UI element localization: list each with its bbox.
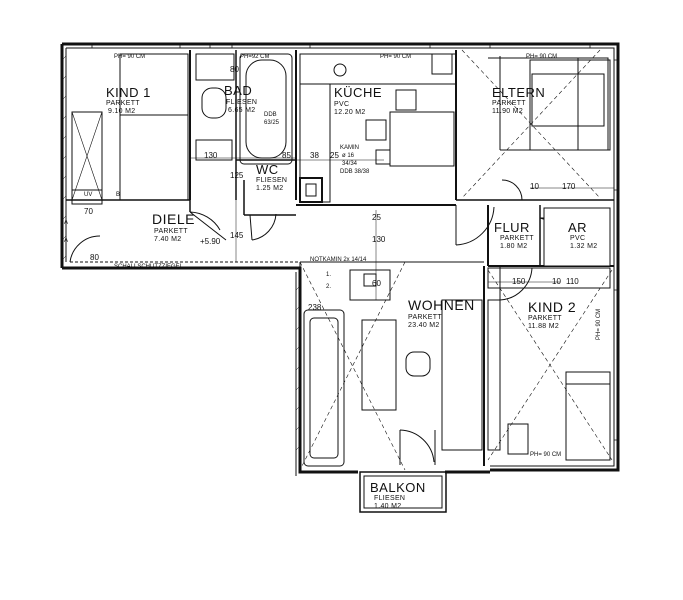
- room-wohnen-name: WOHNEN: [408, 297, 475, 313]
- room-ar-area: 1.32 M2: [570, 243, 598, 250]
- dimension-label: 25: [330, 151, 339, 160]
- room-flur-area: 1.80 M2: [500, 243, 528, 250]
- room-ar-floor: PVC: [570, 235, 586, 242]
- room-kueche-floor: PVC: [334, 101, 350, 108]
- room-balkon-name: BALKON: [370, 480, 426, 495]
- room-kind1-area: 9.10 M2: [108, 108, 136, 115]
- dimension-label: 238: [308, 303, 322, 312]
- section-marker-a: A: [64, 238, 69, 244]
- dimension-label: 80: [230, 65, 239, 74]
- room-wc-area: 1.25 M2: [256, 185, 284, 192]
- room-bad-name: BAD: [224, 83, 253, 98]
- kamin-size-label: 34/34: [342, 161, 358, 167]
- ph-label: PH=92 CM: [240, 54, 270, 60]
- dimension-label: 130: [204, 151, 218, 160]
- ddb-size-label: 63/25: [264, 120, 280, 126]
- section-marker-a: A: [64, 220, 69, 226]
- room-kueche-area: 12.20 M2: [334, 109, 366, 116]
- room-wc-floor: FLIESEN: [256, 177, 288, 184]
- ph-label: PH= 90 CM: [114, 54, 146, 60]
- dimension-label: 10: [552, 277, 561, 286]
- dimension-label: 85: [282, 151, 291, 160]
- room-kueche-name: KÜCHE: [334, 85, 383, 100]
- dimension-label: 130: [372, 235, 386, 244]
- dimension-label: 150: [512, 277, 526, 286]
- level-label: +5.90: [200, 237, 221, 246]
- room-wc-name: WC: [256, 162, 279, 177]
- uv-label: UV: [84, 192, 93, 198]
- kamin-diameter-label: ø 16: [342, 153, 355, 159]
- marker-1: 1.: [326, 272, 332, 278]
- ph-label: PH= 90 CM: [526, 54, 558, 60]
- ph-label: PH= 90 CM: [380, 54, 412, 60]
- room-wohnen-floor: PARKETT: [408, 314, 442, 321]
- dimension-label: 60: [372, 279, 381, 288]
- room-flur-floor: PARKETT: [500, 235, 534, 242]
- kamin-label: KAMIN: [340, 145, 360, 151]
- room-diele-floor: PARKETT: [154, 228, 188, 235]
- room-bad-area: 6.65 M2: [228, 107, 256, 114]
- dimension-label: 125: [230, 171, 244, 180]
- room-kind2-floor: PARKETT: [528, 315, 562, 322]
- marker-b: B: [116, 192, 121, 198]
- room-eltern-name: ELTERN: [492, 85, 546, 100]
- kamin-ddb-label: DDB 38/38: [340, 169, 370, 175]
- room-kind1-floor: PARKETT: [106, 100, 140, 107]
- ph-label: PH= 90 CM: [530, 452, 562, 458]
- room-balkon-floor: FLIESEN: [374, 495, 406, 502]
- room-bad-floor: FLIESEN: [226, 99, 258, 106]
- dimension-label: 145: [230, 231, 244, 240]
- ddb-label: DDB: [264, 112, 277, 118]
- dimension-label: 10: [530, 182, 539, 191]
- room-flur-name: FLUR: [494, 220, 530, 235]
- dimension-label: 170: [562, 182, 576, 191]
- dimension-label: 110: [566, 277, 579, 286]
- dimension-label: 38: [310, 151, 319, 160]
- dimension-label: 25: [372, 213, 381, 222]
- room-balkon-area: 1.40 M2: [374, 503, 402, 510]
- dimension-label: 80: [90, 253, 99, 262]
- room-kind1-name: KIND 1: [106, 85, 151, 100]
- schallschutz-label: SCHALLSCHUTZZIEGEL: [114, 264, 184, 270]
- room-kind2-name: KIND 2: [528, 299, 577, 315]
- notkamin-label: NOTKAMIN 2x 14/14: [310, 257, 367, 263]
- room-eltern-area: 11.90 M2: [492, 108, 524, 115]
- room-kind2-area: 11.88 M2: [528, 323, 560, 330]
- room-diele-name: DIELE: [152, 211, 195, 227]
- marker-2: 2.: [326, 284, 332, 290]
- room-wohnen-area: 23.40 M2: [408, 322, 440, 329]
- ph-label: PH= 90 CM: [596, 308, 602, 340]
- room-eltern-floor: PARKETT: [492, 100, 526, 107]
- dimension-label: 70: [84, 207, 93, 216]
- room-ar-name: AR: [568, 220, 588, 235]
- room-diele-area: 7.40 M2: [154, 236, 182, 243]
